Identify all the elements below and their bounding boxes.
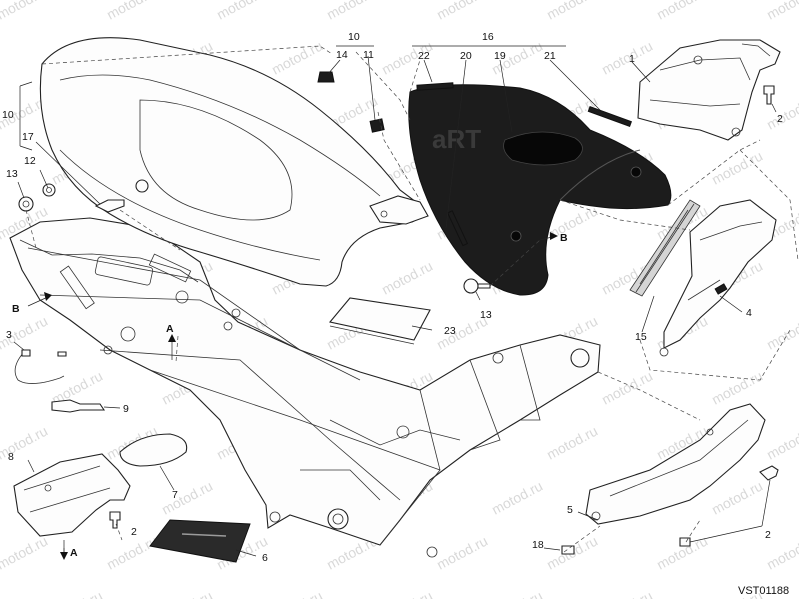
- leader-lines: [13, 45, 777, 557]
- callout-21: 21: [544, 50, 556, 62]
- watermark-text: motod.ru: [0, 533, 50, 573]
- watermark-text: motod.ru: [764, 0, 799, 23]
- ref-b-cowl: B: [560, 232, 568, 244]
- watermark-text: motod.ru: [269, 38, 325, 78]
- callout-labels: 1 2 2 2 3 4 5 6 7 8 9 10 10 11 12 13 13 …: [2, 31, 783, 564]
- drawing-code: VST01188: [738, 585, 789, 597]
- release-cable: [14, 349, 67, 384]
- seat-cowl: aRT: [408, 84, 672, 296]
- watermark-text: motod.ru: [544, 0, 600, 23]
- callout-15: 15: [635, 331, 647, 343]
- callout-3: 3: [6, 329, 12, 341]
- reference-marks: A A B B: [12, 232, 568, 559]
- watermark-text: motod.ru: [654, 0, 710, 23]
- watermark-text: motod.ru: [0, 0, 50, 23]
- watermark-text: motod.ru: [764, 313, 799, 353]
- seat-bolt: [94, 199, 125, 213]
- watermark-text: motod.ru: [104, 533, 160, 573]
- watermark-text: motod.ru: [324, 0, 380, 23]
- watermark-text: motod.ru: [709, 478, 765, 518]
- watermark-text: motod.ru: [434, 0, 490, 23]
- tool-kit-pouch: [149, 519, 251, 563]
- rear-bracket: [637, 39, 781, 141]
- watermark-text: motod.ru: [214, 0, 270, 23]
- callout-20: 20: [460, 50, 472, 62]
- watermark-text: motod.ru: [159, 478, 215, 518]
- callout-12: 12: [24, 155, 36, 167]
- callout-17: 17: [22, 131, 34, 143]
- grommet: [18, 183, 56, 212]
- callout-8: 8: [8, 451, 14, 463]
- key: [51, 399, 106, 413]
- ref-b-frame: B: [12, 303, 20, 315]
- screw: [763, 85, 775, 105]
- screw: [109, 511, 121, 529]
- watermark-text: motod.ru: [709, 368, 765, 408]
- callout-2-left: 2: [131, 526, 137, 538]
- watermark-text: motod.ru: [434, 533, 490, 573]
- seat-pad-block: [369, 118, 385, 133]
- callout-10-top: 10: [348, 31, 360, 43]
- watermark-text: motod.ru: [269, 588, 325, 599]
- callout-22: 22: [418, 50, 430, 62]
- watermark-text: motod.ru: [489, 588, 545, 599]
- callout-13-left: 13: [6, 168, 18, 180]
- watermark-text: motod.ru: [544, 423, 600, 463]
- watermark-text: motod.ru: [599, 38, 655, 78]
- callout-4: 4: [746, 307, 752, 319]
- ref-a-frame: A: [166, 323, 174, 335]
- assembly-guides: [25, 45, 799, 560]
- rear-subframe: [9, 217, 601, 558]
- seat-pad: [119, 433, 188, 467]
- watermark-text: motod.ru: [599, 368, 655, 408]
- callout-5: 5: [567, 504, 573, 516]
- watermark-text: motod.ru: [49, 588, 105, 599]
- watermark-text: motod.ru: [489, 478, 545, 518]
- lower-tail-cover: [585, 403, 766, 525]
- callout-19: 19: [494, 50, 506, 62]
- mount-bolt: [463, 278, 491, 294]
- watermark-text: motod.ru: [709, 148, 765, 188]
- watermark-text: motod.ru: [764, 423, 799, 463]
- watermark-text: motod.ru: [159, 588, 215, 599]
- callout-10-side: 10: [2, 109, 14, 121]
- callout-1: 1: [629, 53, 635, 65]
- watermark-text: motod.ru: [599, 588, 655, 599]
- callout-2-lower: 2: [765, 529, 771, 541]
- callout-6: 6: [262, 552, 268, 564]
- callout-7: 7: [172, 489, 178, 501]
- watermark-text: motod.ru: [104, 0, 160, 23]
- decal-strips: [416, 82, 632, 247]
- tail-side-panel: [659, 199, 777, 357]
- watermark-text: motod.ru: [379, 258, 435, 298]
- callout-16: 16: [482, 31, 494, 43]
- callout-23: 23: [444, 325, 456, 337]
- callout-11: 11: [363, 49, 374, 61]
- owner-manual: [328, 297, 431, 345]
- callout-2-upper: 2: [777, 113, 783, 125]
- callout-9: 9: [123, 403, 129, 415]
- ref-a-tray: A: [70, 547, 78, 559]
- seat-assembly: [39, 37, 429, 287]
- rubber-bumper: [317, 71, 335, 83]
- reference-arrows: [27, 232, 558, 560]
- callout-18: 18: [532, 539, 544, 551]
- storage-tray: [13, 453, 131, 537]
- watermark-text: motod.ru: [379, 588, 435, 599]
- callout-14: 14: [336, 49, 348, 61]
- mesh-panel: [629, 199, 701, 297]
- callout-13-right: 13: [480, 309, 492, 321]
